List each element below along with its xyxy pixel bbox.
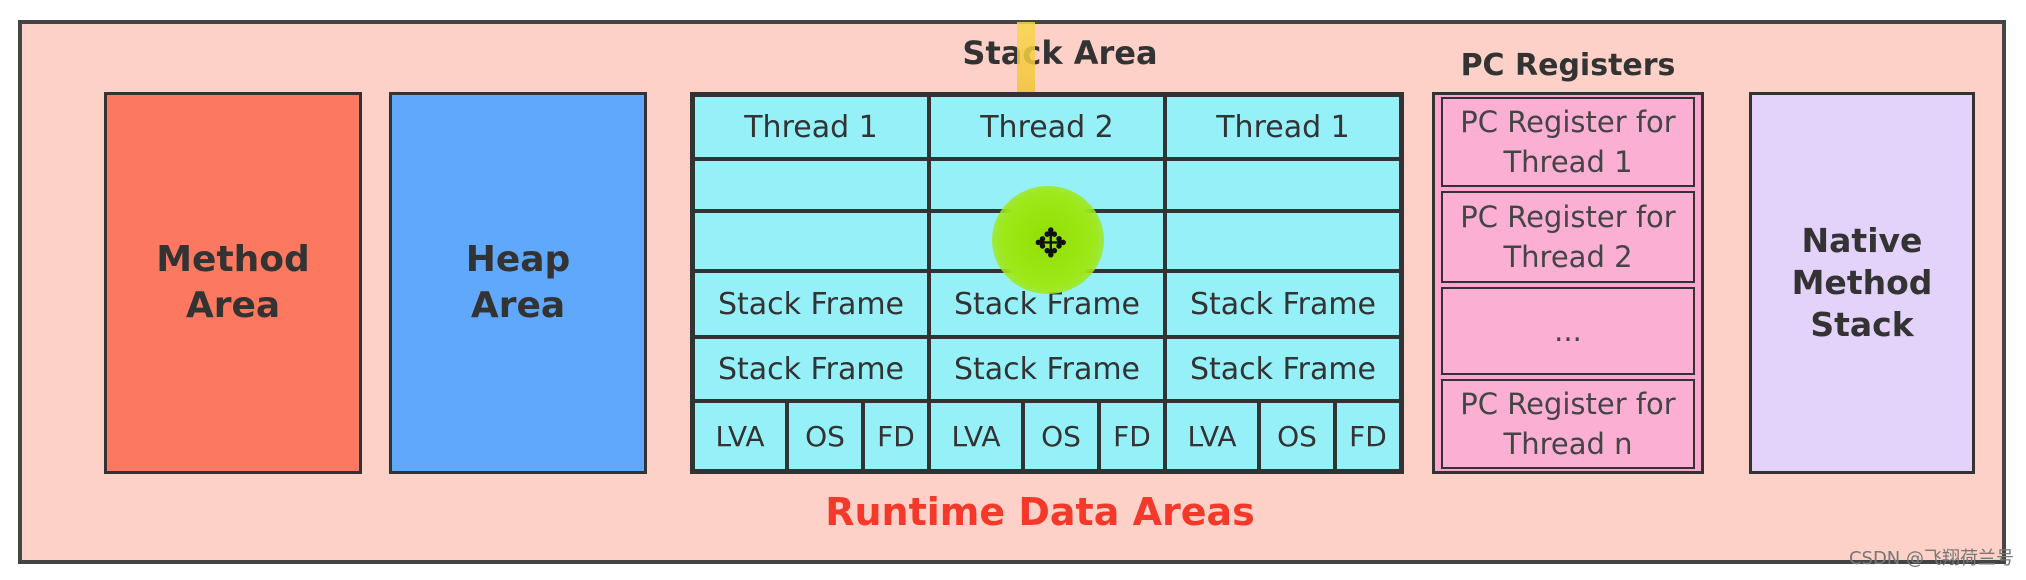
frame-part-os: OS [787, 401, 863, 471]
pc-registers-title: PC Registers [1460, 48, 1676, 83]
stack-frame: Stack Frame [693, 337, 929, 401]
stack-frame: Stack Frame [929, 337, 1165, 401]
empty-frame-slot [693, 159, 929, 211]
method-area: Method Area [104, 92, 362, 474]
pc-register-thread-n: PC Register for Thread n [1441, 379, 1695, 469]
stack-area-title: Stack Area [962, 34, 1158, 72]
runtime-data-areas-title: Runtime Data Areas [825, 490, 1255, 534]
thread-header-2: Thread 2 [929, 95, 1165, 159]
pc-register-thread-2: PC Register for Thread 2 [1441, 191, 1695, 283]
cursor-highlight [992, 186, 1104, 294]
empty-frame-slot [929, 159, 1165, 211]
stack-frame: Stack Frame [1165, 337, 1401, 401]
pc-register-ellipsis: ... [1441, 287, 1695, 375]
thread-header-1: Thread 1 [693, 95, 929, 159]
empty-frame-slot [1165, 211, 1401, 271]
frame-part-fd: FD [1099, 401, 1165, 471]
heap-area: Heap Area [389, 92, 647, 474]
frame-part-fd: FD [863, 401, 929, 471]
pc-register-thread-1: PC Register for Thread 1 [1441, 97, 1695, 187]
frame-part-os: OS [1259, 401, 1335, 471]
pc-registers-area: PC Register for Thread 1 PC Register for… [1432, 92, 1704, 474]
frame-part-lva: LVA [1165, 401, 1259, 471]
move-cursor-icon: ✥ [1034, 221, 1068, 267]
stack-frame: Stack Frame [693, 271, 929, 337]
frame-part-os: OS [1023, 401, 1099, 471]
thread-header-3: Thread 1 [1165, 95, 1401, 159]
method-area-label: Method Area [156, 239, 310, 326]
empty-frame-slot [1165, 159, 1401, 211]
frame-part-lva: LVA [693, 401, 787, 471]
stack-frame: Stack Frame [1165, 271, 1401, 337]
watermark: CSDN @飞翔荷兰号 [1848, 548, 2014, 569]
native-method-stack-label: Native Method Stack [1791, 221, 1933, 344]
frame-part-lva: LVA [929, 401, 1023, 471]
highlighter-mark [1017, 22, 1035, 108]
native-method-stack: Native Method Stack [1749, 92, 1975, 474]
frame-part-fd: FD [1335, 401, 1401, 471]
empty-frame-slot [693, 211, 929, 271]
heap-area-label: Heap Area [465, 239, 571, 326]
stack-area: Thread 1 Thread 2 Thread 1 Stack Frame S… [690, 92, 1404, 474]
